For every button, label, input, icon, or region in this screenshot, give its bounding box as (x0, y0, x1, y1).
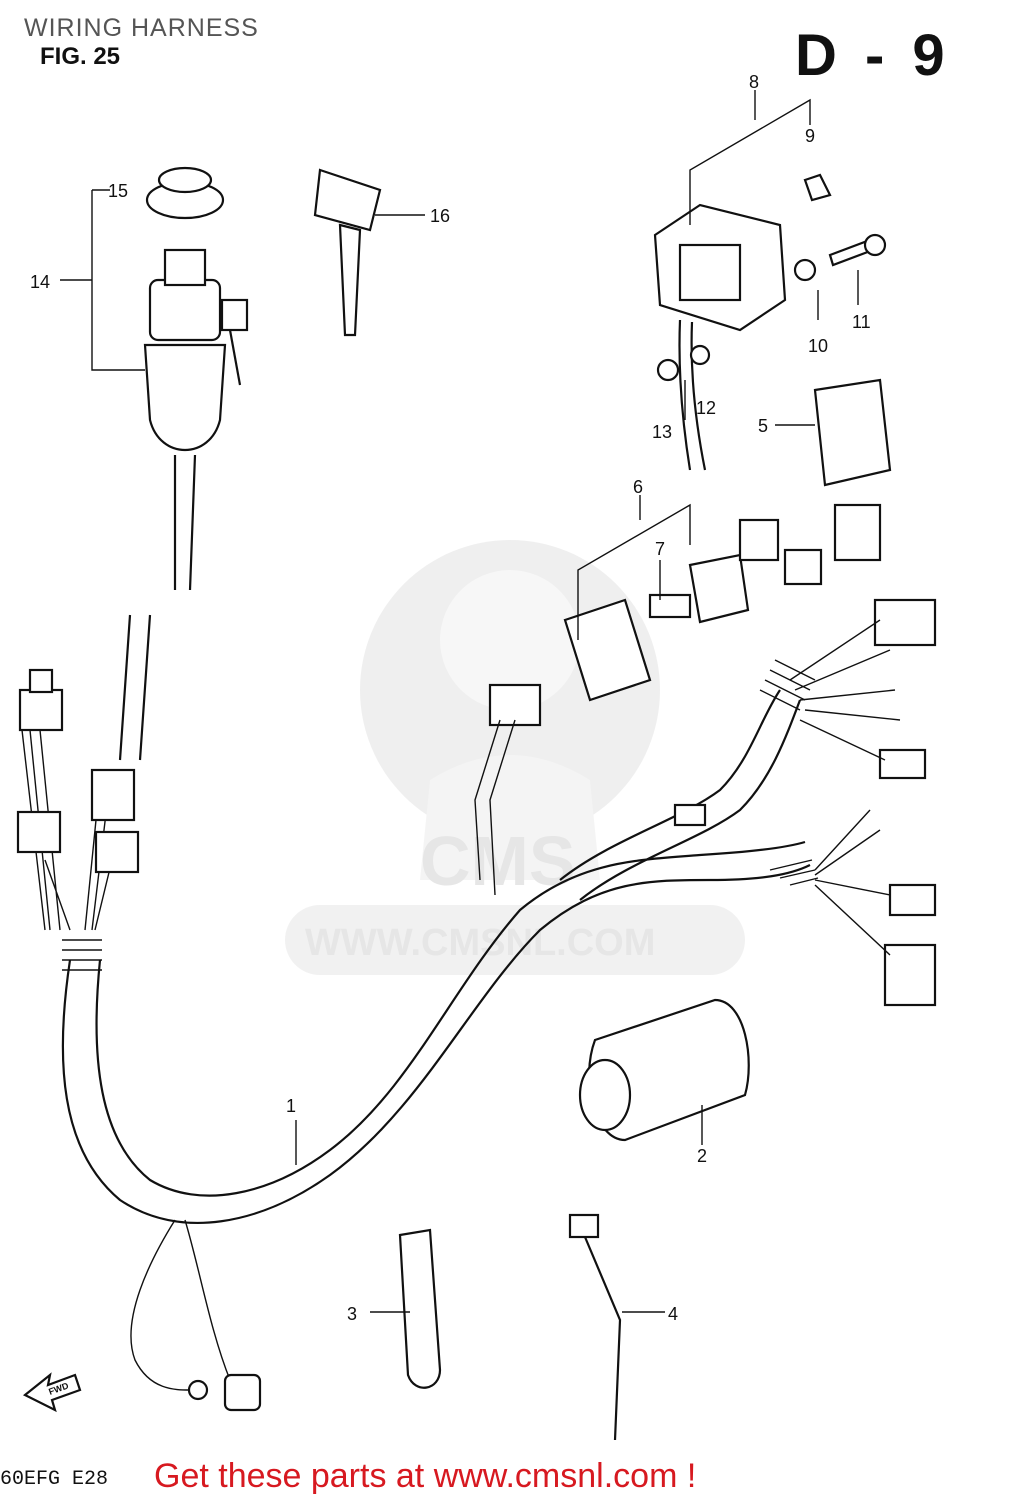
callout-9: 9 (805, 126, 815, 146)
wiring-harness-main[interactable] (61, 659, 819, 1224)
callout-4: 4 (668, 1304, 678, 1324)
callout-10: 10 (808, 336, 828, 356)
footer-link[interactable]: Get these parts at www.cmsnl.com ! (154, 1457, 697, 1495)
washer-10[interactable] (793, 258, 817, 282)
callout-12: 12 (696, 398, 716, 418)
callout-5: 5 (758, 416, 768, 436)
washer-12[interactable] (689, 344, 711, 366)
figure-label: FIG. 25 (40, 43, 121, 70)
clamp[interactable] (398, 1228, 442, 1389)
ground-lead[interactable] (130, 1219, 262, 1412)
nut-13[interactable] (656, 358, 680, 382)
right-connector-bundle[interactable] (474, 503, 937, 1007)
callout-3: 3 (347, 1304, 357, 1324)
callout-1: 1 (286, 1096, 296, 1116)
cap[interactable] (145, 166, 225, 220)
ignition-switch[interactable] (118, 248, 249, 761)
left-connector-bundle[interactable] (16, 668, 140, 931)
callout-2: 2 (697, 1146, 707, 1166)
page-title: WIRING HARNESS (24, 14, 259, 42)
watermark-url: WWW.CMSNL.COM (305, 922, 655, 964)
model-code: 60EFG E28 (0, 1468, 109, 1491)
callouts: 1 2 3 4 5 6 7 8 9 10 11 12 13 14 15 16 (30, 72, 871, 1324)
fuse-box[interactable] (653, 203, 787, 471)
callout-16: 16 (430, 206, 450, 226)
key[interactable] (313, 168, 382, 337)
fuse[interactable] (803, 173, 832, 202)
watermark-logo: CMS (420, 822, 576, 900)
bolt[interactable] (828, 233, 887, 267)
cable-tie[interactable] (568, 1213, 622, 1441)
callout-15: 15 (108, 181, 128, 201)
callout-13: 13 (652, 422, 672, 442)
ignition-coil[interactable] (578, 998, 750, 1142)
regulator-rectifier[interactable] (563, 598, 652, 702)
callout-7: 7 (655, 539, 665, 559)
page-code: D - 9 (795, 23, 951, 88)
forward-arrow-icon: FWD (22, 1372, 82, 1413)
coupler[interactable] (648, 553, 750, 624)
callout-8: 8 (749, 72, 759, 92)
relay[interactable] (813, 378, 892, 487)
leader-lines (60, 90, 859, 1313)
callout-11: 11 (852, 312, 871, 332)
callout-14: 14 (30, 272, 50, 292)
callout-6: 6 (633, 477, 643, 497)
